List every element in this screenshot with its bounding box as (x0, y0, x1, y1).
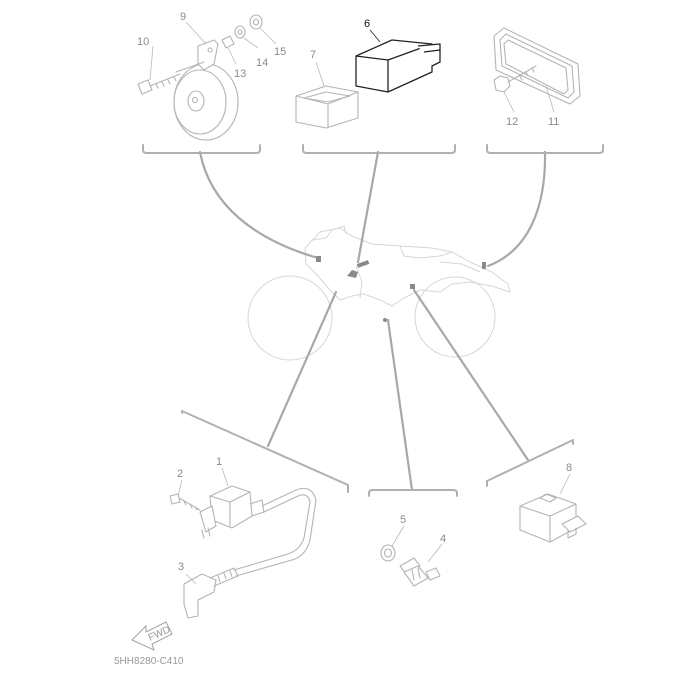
motorcycle-silhouette (247, 225, 511, 361)
connector-switch (386, 318, 414, 492)
spark-plug-cap-3-icon (183, 567, 239, 619)
fwd-arrow-icon: FWD (131, 621, 173, 651)
bolt-10-icon (137, 73, 181, 95)
cdi-unit-6-icon (355, 39, 441, 93)
connector-lines (198, 150, 547, 492)
connector-horn (198, 150, 320, 260)
mount-point-horn (316, 256, 321, 262)
mount-points (316, 256, 486, 322)
connector-coil (266, 290, 338, 448)
hi-tension-cord-icon (233, 487, 317, 577)
mount-point-relay (410, 284, 415, 289)
part-label-5: 5 (400, 514, 406, 526)
reflector-11-icon (493, 27, 581, 105)
connector-relay (412, 288, 530, 462)
drawing-code: 5HH8280-C410 (114, 656, 184, 667)
part-label-3: 3 (178, 561, 184, 573)
part-label-15: 15 (274, 46, 286, 58)
horn-leaders (149, 21, 277, 81)
part-label-9: 9 (180, 11, 186, 23)
mount-point-cdi (356, 260, 370, 268)
collar-13-icon (221, 35, 235, 49)
coil-leaders (177, 467, 229, 585)
part-label-11: 11 (548, 116, 559, 128)
part-label-7: 7 (310, 49, 316, 61)
neutral-switch-4-icon (399, 557, 441, 587)
ignition-coil-1-icon (199, 485, 265, 539)
part-label-6: 6 (364, 18, 370, 30)
relay-leaders (559, 473, 571, 495)
part-label-10: 10 (137, 36, 149, 48)
nut-12-icon (493, 65, 537, 93)
horn-assembly (173, 39, 239, 141)
part-label-4: 4 (440, 533, 446, 545)
connector-cdi (356, 150, 380, 264)
part-label-13: 13 (234, 68, 246, 80)
relay-8-icon (519, 493, 587, 543)
mount-point-coil (347, 270, 358, 278)
washer-14-icon (234, 25, 246, 39)
bolt-2-icon (169, 493, 201, 511)
part-label-12: 12 (506, 116, 518, 128)
part-label-8: 8 (566, 462, 572, 474)
reflector-leaders (503, 85, 555, 113)
mount-point-switch (383, 318, 387, 322)
nut-15-icon (249, 14, 263, 30)
group-braces (142, 144, 604, 497)
part-label-1: 1 (216, 456, 222, 468)
washer-5-icon (380, 544, 396, 562)
connector-reflector (486, 150, 547, 268)
rubber-cover-7-icon (295, 85, 359, 129)
switch-leaders (391, 525, 443, 563)
cdi-leaders (315, 29, 381, 87)
part-label-14: 14 (256, 57, 268, 69)
mount-point-reflector (482, 262, 486, 269)
part-label-2: 2 (177, 468, 183, 480)
